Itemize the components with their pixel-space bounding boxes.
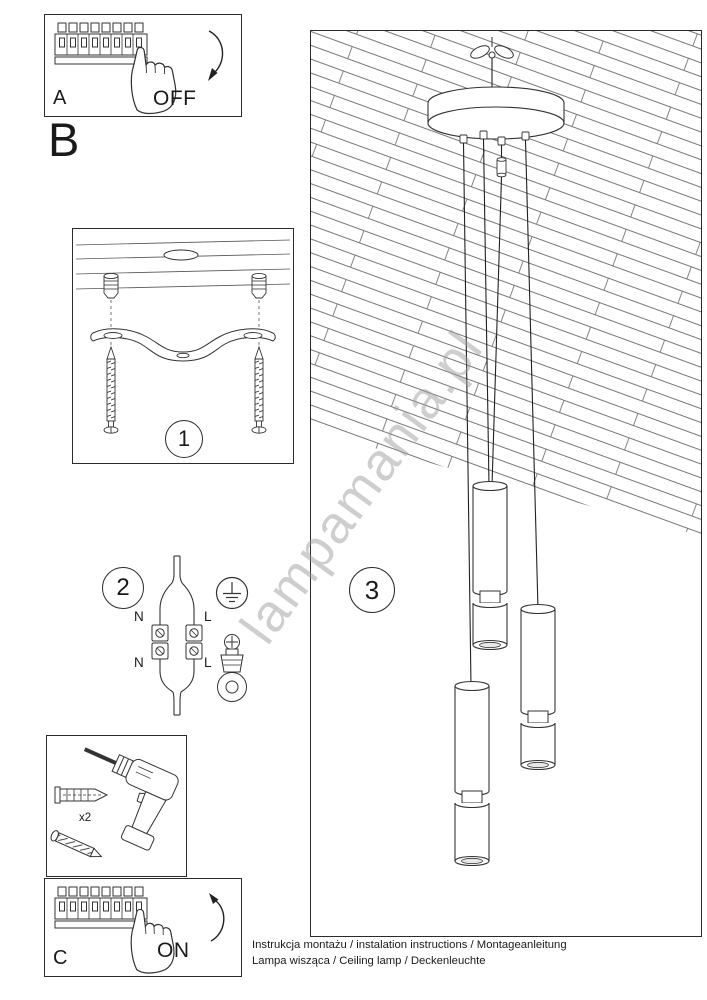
hand-icon	[130, 46, 177, 115]
panel-a-label: A	[53, 87, 67, 109]
power-cable	[159, 555, 195, 716]
alignment-guides	[110, 300, 260, 349]
wire-label-n-bottom: N	[134, 655, 144, 670]
ground-lug-illustration	[217, 634, 247, 702]
ceiling-hole	[163, 249, 199, 261]
pendant-b	[520, 603, 556, 771]
suspension-cables	[462, 138, 539, 687]
ceiling-planks	[311, 31, 701, 536]
panel-a: A OFF	[44, 14, 242, 117]
earth-symbol-icon	[215, 576, 249, 610]
wiring-illustration	[151, 555, 203, 716]
breaker-off-illustration	[54, 22, 224, 115]
anchor-quantity-label: x2	[79, 812, 92, 824]
step1-number: 1	[165, 420, 203, 458]
footer-line-1: Instrukcja montażu / instalation instruc…	[252, 939, 567, 951]
step1-panel: 1	[72, 228, 294, 464]
panel-a-action-label: OFF	[153, 87, 197, 110]
panel-c-label: C	[53, 947, 68, 969]
breaker-on-illustration	[54, 886, 225, 974]
ceiling-hook-icon	[470, 37, 514, 89]
wall-plug-icon	[54, 786, 109, 804]
mounting-bracket	[90, 328, 276, 362]
footer-line-2: Lampa wisząca / Ceiling lamp / Deckenleu…	[252, 954, 486, 967]
pendant-a	[472, 480, 508, 651]
breaker-strip	[54, 886, 148, 929]
drill-icon	[83, 747, 179, 851]
breaker-strip	[54, 22, 148, 65]
wire-label-l-bottom: L	[204, 655, 212, 670]
panel-c: C ON	[44, 878, 242, 977]
drill-illustration	[50, 747, 179, 858]
canopy	[427, 86, 565, 146]
wall-anchor-icon	[103, 272, 267, 299]
hand-icon	[130, 908, 175, 974]
wire-label-l-top: L	[204, 609, 212, 624]
cord-grip	[496, 157, 507, 178]
pendant-c	[454, 680, 490, 867]
wire-label-n-top: N	[134, 609, 144, 624]
step3-panel: 3	[310, 30, 702, 937]
terminal-block	[151, 624, 203, 660]
pendant-lamp-illustration	[311, 31, 701, 867]
arrow-up-icon	[209, 893, 225, 942]
step3-number: 3	[349, 567, 395, 613]
screw-icon	[50, 830, 103, 858]
step2-number: 2	[102, 567, 144, 609]
footer: Instrukcja montażu / instalation instruc…	[252, 938, 567, 969]
section-b-label: B	[48, 113, 80, 166]
drill-panel: x2	[46, 735, 187, 877]
ceiling-mount-illustration	[75, 239, 291, 434]
arrow-down-icon	[208, 30, 224, 81]
panel-c-action-label: ON	[157, 939, 190, 962]
